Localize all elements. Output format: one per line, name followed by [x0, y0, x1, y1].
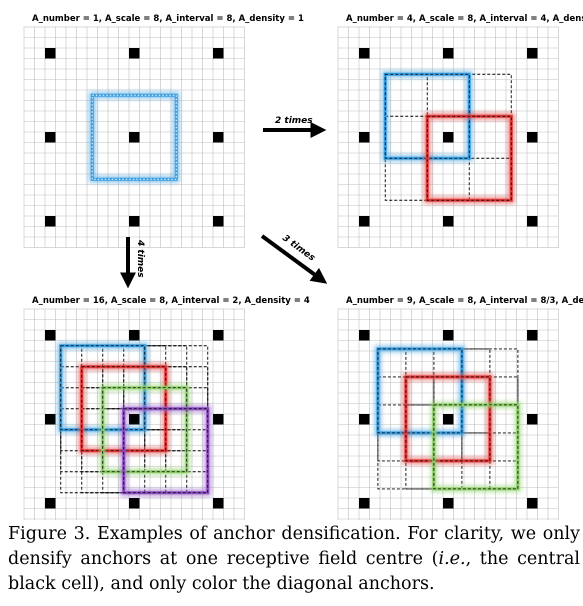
- black-centre-cell: [359, 216, 370, 227]
- arrow-diagonal-label: 3 times: [280, 233, 317, 264]
- panel-4-grid: [337, 308, 559, 520]
- panel-1-grid: [23, 26, 245, 248]
- black-centre-cell: [213, 498, 224, 509]
- panel-3-grid: [23, 308, 245, 520]
- anchor-densification-figure: A_number = 1, A_scale = 8, A_interval = …: [23, 14, 583, 520]
- black-centre-cell: [213, 330, 224, 341]
- black-centre-cell: [45, 48, 56, 59]
- black-centre-cell: [359, 330, 370, 341]
- black-centre-cell: [443, 498, 454, 509]
- arrow-down-label: 4 times: [135, 239, 145, 278]
- anchor-box: [433, 348, 519, 434]
- caption-text-1: Examples of anchor densification. For cl…: [8, 524, 580, 569]
- panel-4-title: A_number = 9, A_scale = 8, A_interval = …: [346, 296, 583, 306]
- black-centre-cell: [443, 48, 454, 59]
- caption-label: Figure 3.: [8, 524, 91, 544]
- arrow-right: 2 times: [263, 116, 327, 138]
- black-centre-cell: [129, 330, 140, 341]
- black-centre-cell: [359, 414, 370, 425]
- black-centre-cell: [129, 48, 140, 59]
- black-centre-cell: [129, 498, 140, 509]
- black-centre-cell: [213, 132, 224, 143]
- panel-2-grid: [337, 26, 559, 248]
- black-centre-cell: [45, 498, 56, 509]
- black-centre-cell: [359, 498, 370, 509]
- black-centre-cell: [213, 48, 224, 59]
- black-centre-cell: [443, 216, 454, 227]
- black-centre-cell: [213, 216, 224, 227]
- black-centre-cell: [443, 414, 454, 425]
- arrow-diagonal: 3 times: [260, 233, 328, 284]
- black-centre-cell: [129, 414, 140, 425]
- black-centre-cell: [45, 414, 56, 425]
- panel-2-title: A_number = 4, A_scale = 8, A_interval = …: [346, 14, 583, 24]
- black-centre-cell: [129, 132, 140, 143]
- caption-italic: i.e.: [438, 549, 466, 569]
- caption-text-2: , the central black cell), and only colo…: [8, 549, 580, 594]
- black-centre-cell: [129, 216, 140, 227]
- black-centre-cell: [443, 132, 454, 143]
- black-centre-cell: [527, 48, 538, 59]
- black-centre-cell: [359, 132, 370, 143]
- panel-3-title: A_number = 16, A_scale = 8, A_interval =…: [32, 296, 310, 306]
- black-centre-cell: [45, 330, 56, 341]
- black-centre-cell: [443, 330, 454, 341]
- black-centre-cell: [527, 216, 538, 227]
- panel-1-title: A_number = 1, A_scale = 8, A_interval = …: [32, 14, 304, 24]
- black-centre-cell: [527, 132, 538, 143]
- black-centre-cell: [359, 48, 370, 59]
- arrow-right-label: 2 times: [275, 116, 313, 126]
- black-centre-cell: [527, 414, 538, 425]
- arrow-down: 4 times: [120, 237, 145, 289]
- black-centre-cell: [527, 498, 538, 509]
- black-centre-cell: [45, 132, 56, 143]
- black-centre-cell: [45, 216, 56, 227]
- figure-caption: Figure 3. Examples of anchor densificati…: [8, 522, 580, 597]
- black-centre-cell: [213, 414, 224, 425]
- black-centre-cell: [527, 330, 538, 341]
